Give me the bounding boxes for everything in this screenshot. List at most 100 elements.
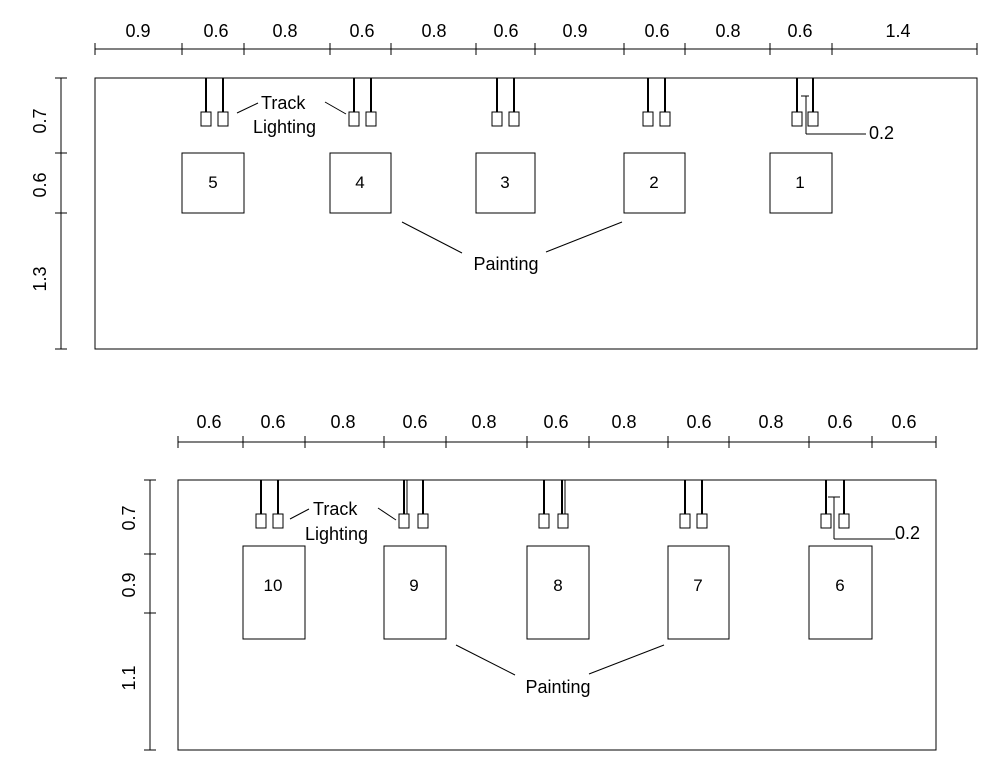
wall-1: 0.9 0.6 0.8 0.6 0.8 0.6 0.9 0.6 0.8 0.6 … (30, 21, 978, 350)
painting: 9 (383, 545, 447, 640)
spacing-label: 0.2 (869, 123, 894, 143)
dim-label: 0.8 (715, 21, 740, 41)
track-light-fixture (255, 480, 284, 529)
dim-label: 0.9 (562, 21, 587, 41)
dim-label: 1.3 (30, 266, 50, 291)
lamp-head-icon (255, 513, 267, 529)
dim-label: 0.6 (787, 21, 812, 41)
dim-label: 0.8 (758, 412, 783, 432)
wall-1-horizontal-dimension: 0.9 0.6 0.8 0.6 0.8 0.6 0.9 0.6 0.8 0.6 … (94, 21, 978, 55)
painting: 7 (667, 545, 730, 640)
track-light-fixture (491, 78, 520, 127)
lamp-head-icon (508, 111, 520, 127)
dim-label: 0.6 (349, 21, 374, 41)
dim-label: 0.8 (330, 412, 355, 432)
dim-label: 0.9 (125, 21, 150, 41)
dim-label: 0.6 (402, 412, 427, 432)
track-light-fixture (642, 78, 671, 127)
lamp-head-icon (272, 513, 284, 529)
leader-line (588, 644, 665, 675)
wall-1-vertical-dimension: 0.7 0.6 1.3 (30, 77, 67, 350)
painting-number: 7 (693, 576, 702, 595)
lamp-head-icon (365, 111, 377, 127)
painting-number: 3 (500, 173, 509, 192)
lamp-head-icon (659, 111, 671, 127)
lamp-head-icon (679, 513, 691, 529)
painting-number: 6 (835, 576, 844, 595)
lamp-head-icon (820, 513, 832, 529)
track-light-fixture (791, 78, 866, 135)
lamp-head-icon (838, 513, 850, 529)
track-light-fixture (200, 78, 229, 127)
painting-number: 2 (649, 173, 658, 192)
lamp-head-icon (807, 111, 819, 127)
dim-label: 0.9 (119, 572, 139, 597)
painting: 4 (329, 152, 392, 214)
painting: 8 (526, 545, 590, 640)
spacing-label: 0.2 (895, 523, 920, 543)
dim-label: 0.8 (471, 412, 496, 432)
dim-label: 0.8 (421, 21, 446, 41)
lamp-head-icon (642, 111, 654, 127)
track-label: Track (313, 499, 358, 519)
lamp-head-icon (791, 111, 803, 127)
painting: 2 (623, 152, 686, 214)
leader-line (545, 221, 623, 253)
dim-label: 1.1 (119, 665, 139, 690)
painting: 3 (475, 152, 536, 214)
lamp-head-icon (696, 513, 708, 529)
painting-number: 10 (264, 576, 283, 595)
wall-2-vertical-dimension: 0.7 0.9 1.1 (119, 479, 156, 751)
lighting-label: Lighting (253, 117, 316, 137)
dim-label: 0.6 (686, 412, 711, 432)
lamp-head-icon (200, 111, 212, 127)
painting-number: 9 (409, 576, 418, 595)
lamp-head-icon (217, 111, 229, 127)
track-label: Track (261, 93, 306, 113)
painting-number: 5 (208, 173, 217, 192)
dim-label: 0.6 (891, 412, 916, 432)
lamp-head-icon (398, 513, 410, 529)
dim-label: 0.6 (827, 412, 852, 432)
leader-line (455, 644, 516, 676)
track-light-fixture (679, 480, 708, 529)
lamp-head-icon (348, 111, 360, 127)
dim-label: 0.6 (203, 21, 228, 41)
painting-label: Painting (473, 254, 538, 274)
track-light-fixture (820, 480, 895, 540)
dim-label: 0.6 (260, 412, 285, 432)
dim-label: 1.4 (885, 21, 910, 41)
leader-line (289, 508, 310, 520)
lighting-label: Lighting (305, 524, 368, 544)
leader-line (236, 102, 259, 114)
leader-line (377, 507, 397, 521)
painting-number: 4 (355, 173, 364, 192)
painting: 6 (808, 545, 873, 640)
track-light-fixture (538, 480, 569, 529)
leader-line (401, 221, 463, 254)
dim-label: 0.8 (611, 412, 636, 432)
painting: 1 (769, 152, 833, 214)
painting-label: Painting (525, 677, 590, 697)
track-light-fixture (348, 78, 377, 127)
wall-2-horizontal-dimension: 0.6 0.6 0.8 0.6 0.8 0.6 0.8 0.6 0.8 0.6 … (177, 412, 937, 448)
lamp-head-icon (491, 111, 503, 127)
painting: 10 (242, 545, 306, 640)
painting-number: 1 (795, 173, 804, 192)
dim-label: 0.6 (644, 21, 669, 41)
painting-number: 8 (553, 576, 562, 595)
dim-label: 0.8 (272, 21, 297, 41)
painting: 5 (181, 152, 245, 214)
dim-label: 0.6 (493, 21, 518, 41)
wall-2: 0.6 0.6 0.8 0.6 0.8 0.6 0.8 0.6 0.8 0.6 … (119, 412, 937, 751)
lamp-head-icon (538, 513, 550, 529)
lamp-head-icon (557, 513, 569, 529)
dim-label: 0.7 (119, 505, 139, 530)
dim-label: 0.6 (543, 412, 568, 432)
dim-label: 0.6 (196, 412, 221, 432)
dim-label: 0.7 (30, 108, 50, 133)
leader-line (324, 101, 347, 115)
track-light-fixture (398, 480, 429, 529)
dim-label: 0.6 (30, 172, 50, 197)
